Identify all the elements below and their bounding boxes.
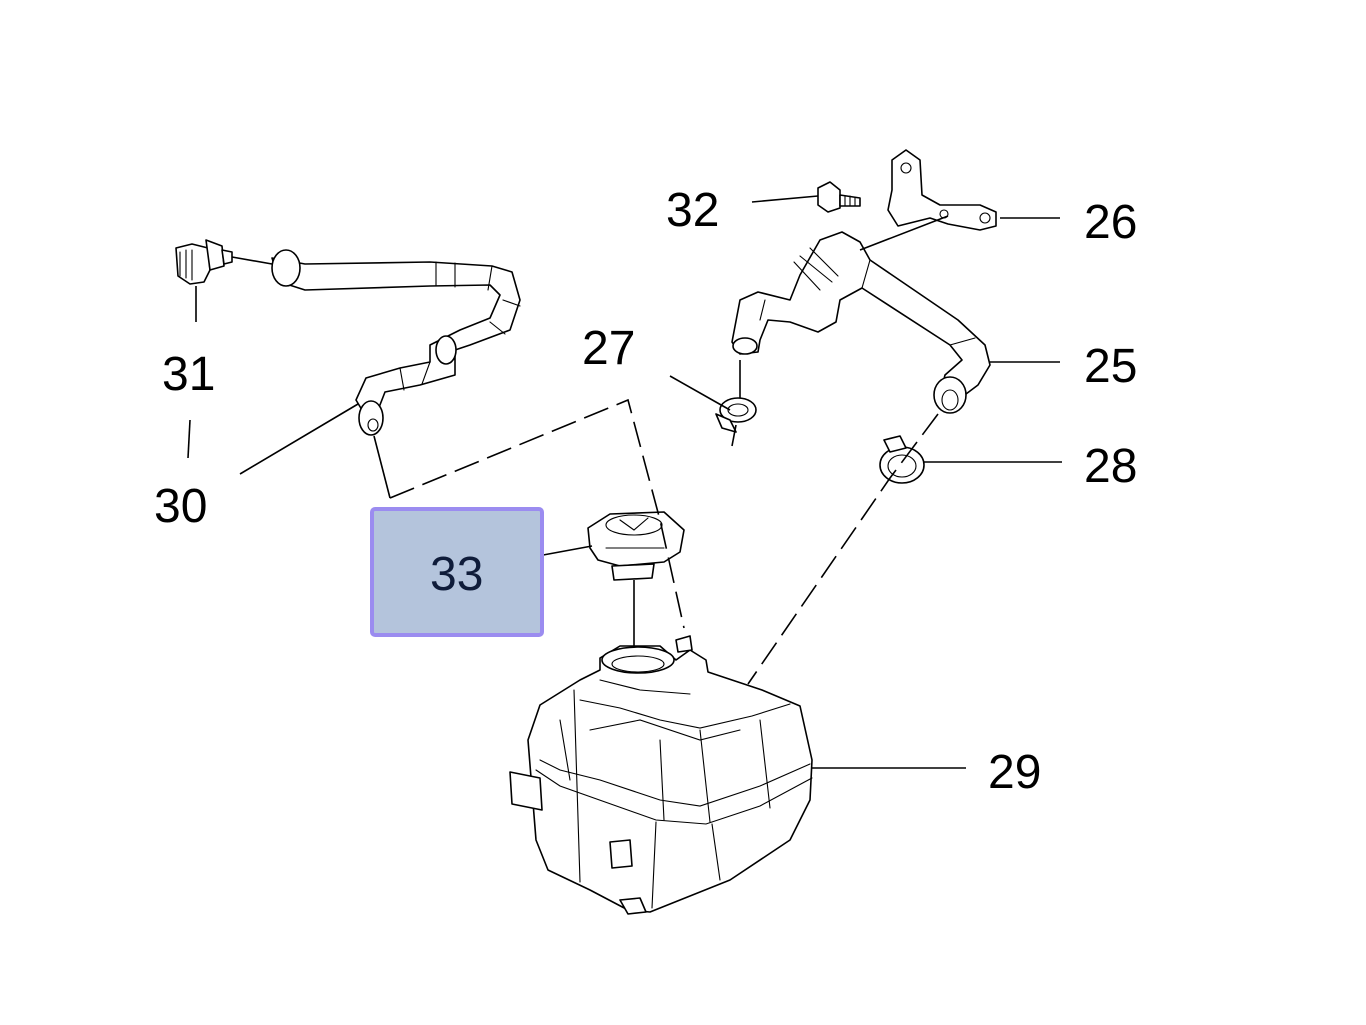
- part-label-28[interactable]: 28: [1084, 440, 1137, 493]
- hose-30-drawing: [271, 249, 521, 436]
- part-label-27[interactable]: 27: [582, 322, 635, 375]
- clamp-28-drawing: [879, 435, 925, 484]
- fitting-31-drawing: [175, 239, 273, 285]
- part-label-25[interactable]: 25: [1084, 340, 1137, 393]
- part-label-26[interactable]: 26: [1084, 196, 1137, 249]
- part-label-33[interactable]: 33: [430, 548, 483, 601]
- leader-lines: [187, 195, 1062, 769]
- dashed-connection-lines: [373, 398, 939, 685]
- part-label-31[interactable]: 31: [162, 348, 215, 401]
- highlight-box-33[interactable]: [370, 507, 544, 637]
- clamp-27-drawing: [715, 360, 757, 447]
- bracket-26-drawing: [887, 149, 997, 231]
- part-label-30[interactable]: 30: [154, 480, 207, 533]
- hose-25-drawing: [731, 231, 991, 414]
- bolt-32-drawing: [817, 181, 861, 213]
- part-label-29[interactable]: 29: [988, 746, 1041, 799]
- tank-29-drawing: [509, 635, 813, 915]
- cap-33-drawing: [587, 511, 685, 650]
- part-label-32[interactable]: 32: [666, 184, 719, 237]
